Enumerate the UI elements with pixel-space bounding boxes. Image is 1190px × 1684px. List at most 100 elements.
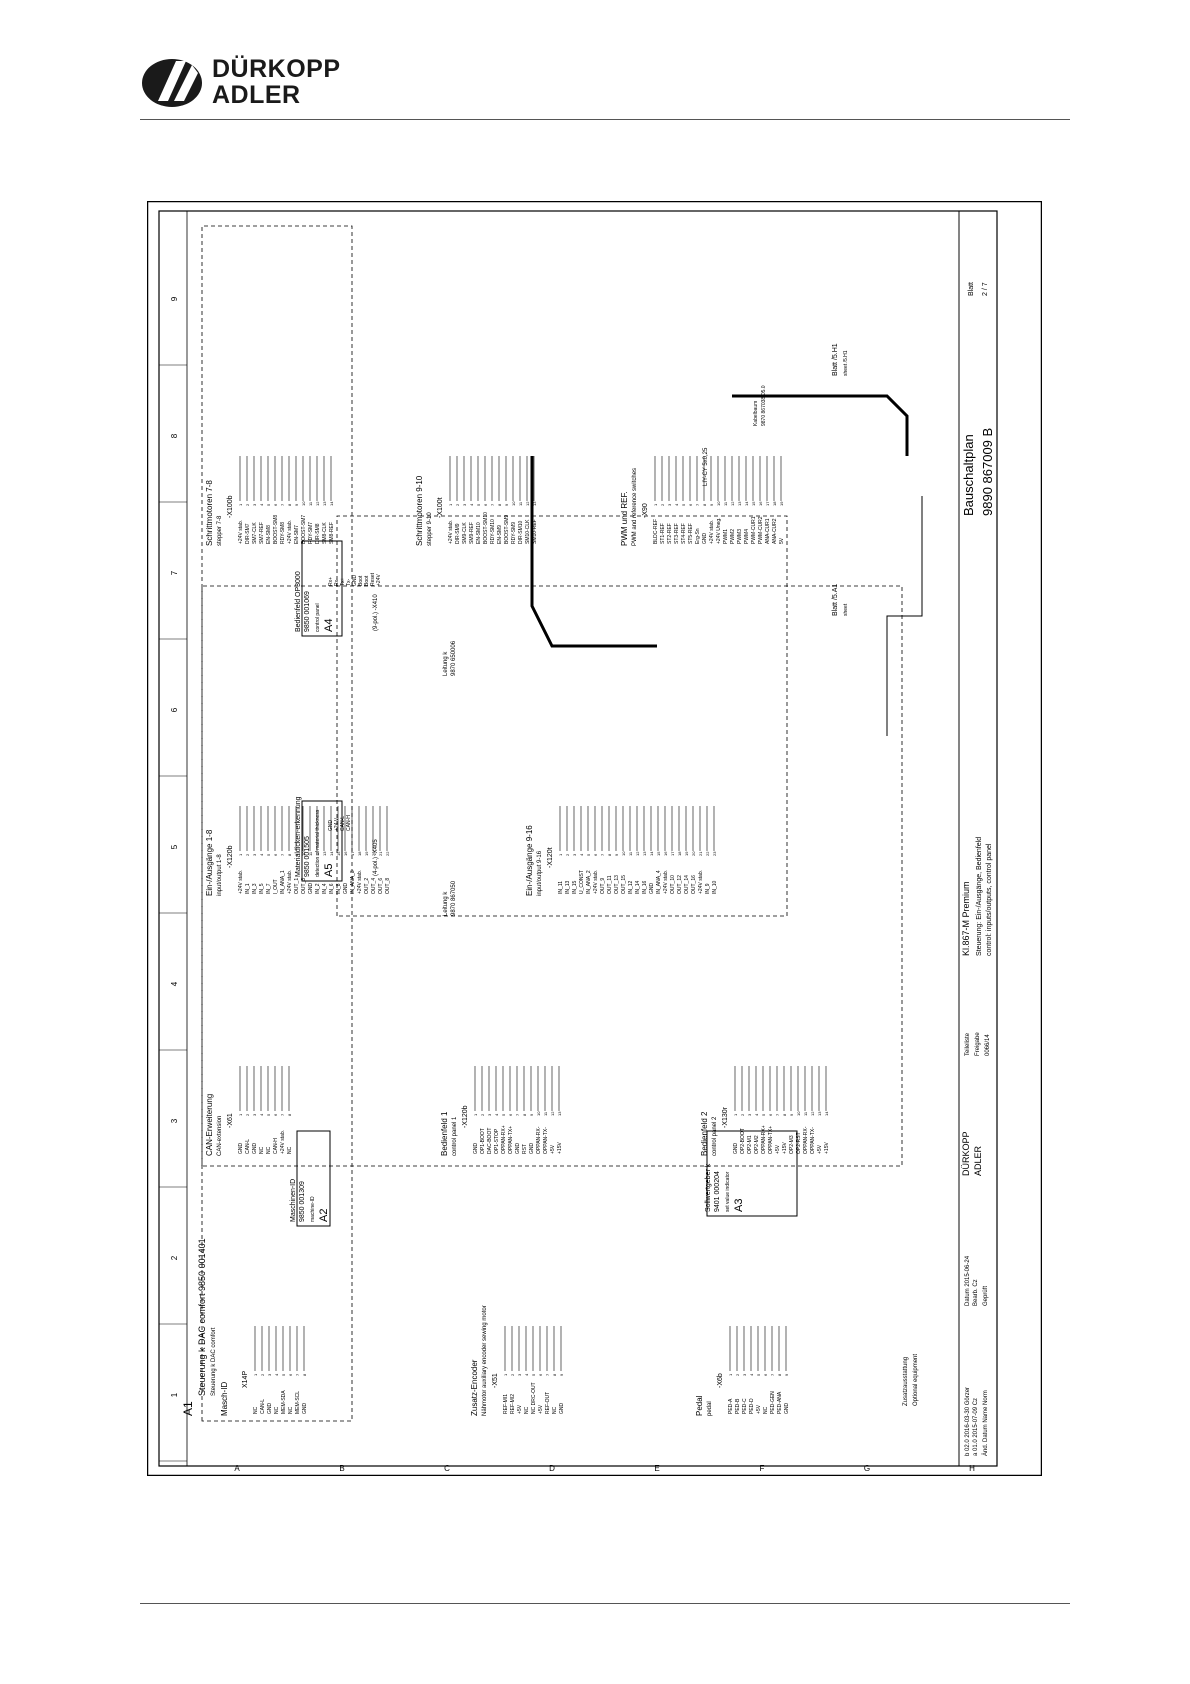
group-bedienfeld-2-connector: -X130r	[722, 1106, 729, 1128]
group-bedienfeld-2-pin-label: OPPAN-TX-	[810, 1127, 816, 1154]
group-pedal-pin-label: GND	[784, 1403, 790, 1415]
group-io-1-8-pin-label: IN_4	[322, 883, 328, 894]
group-io-1-8-pin-number: 6	[273, 853, 278, 856]
group-io-9-16-pin-number: 14	[649, 851, 654, 856]
title-block-revision: a 01.0 2015-07-09 Cz	[973, 1398, 979, 1456]
cable-label: Leitung k	[443, 651, 449, 676]
group-stepper-9-10-pin-number: 10	[511, 501, 516, 506]
title-block-date: Datum 2015-06-24	[965, 1255, 971, 1306]
group-zusatz-encoder-pin-label: REF-MI2	[510, 1394, 516, 1414]
group-bedienfeld-1-pin-label: GND	[473, 1143, 479, 1155]
module-a4-pin: GND	[352, 575, 358, 587]
group-io-9-16-pin-number: 9	[614, 853, 619, 856]
group-io-9-16-title: Ein-/Ausgänge 9-16	[525, 825, 534, 896]
group-io-9-16-pin-number: 11	[628, 851, 633, 856]
group-pwm-ref-pin-label: ST3-REF	[674, 523, 680, 544]
group-pwm-ref-pin-number: 17	[765, 501, 770, 506]
group-io-9-16-pin-number: 20	[691, 851, 696, 856]
group-bedienfeld-2-pin-number: 4	[754, 1113, 759, 1116]
optional-equipment-note: Zusatzausstattung	[903, 1357, 909, 1406]
group-can-erweiterung-connector: -X61	[227, 1113, 234, 1128]
group-io-1-8-pin-number: 2	[245, 853, 250, 856]
group-pwm-ref-pin-number: 15	[751, 501, 756, 506]
group-stepper-9-10-pin-number: 7	[490, 503, 495, 506]
group-stepper-9-10-pin-label: DIR-SM9	[455, 523, 461, 544]
group-stepper-7-8-sub: stepper 7-8	[217, 515, 223, 546]
group-pwm-ref-pin-label: PWM1	[723, 529, 729, 544]
grid-col-label: 8	[170, 433, 179, 438]
group-pedal-pin-label: PED-GEN	[770, 1391, 776, 1414]
group-bedienfeld-1-pin-label: OPPAN-TX-	[543, 1127, 549, 1154]
group-stepper-9-10-connector: -X100t	[437, 497, 444, 518]
group-bedienfeld-2-sub: control panel 2	[712, 1116, 718, 1156]
group-pedal-pin-number: 1	[728, 1373, 733, 1376]
group-masch-id-pin-label: NC	[274, 1406, 280, 1414]
module-a4-part: 9850 001069	[304, 591, 311, 632]
grid-col-label: 3	[170, 1118, 179, 1123]
group-pedal-pin-number: 9	[784, 1373, 789, 1376]
group-io-1-8-pin-label: IN_8	[336, 883, 342, 894]
group-bedienfeld-2-pin-label: OPPAN-RX-	[803, 1126, 809, 1154]
group-io-9-16-pin-label: IN_ANA_4	[656, 870, 662, 894]
group-stepper-7-8-pin-label: SM8-REF	[329, 522, 335, 544]
group-io-1-8-pin-number: 21	[378, 851, 383, 856]
group-pwm-ref-pin-number: 18	[772, 501, 777, 506]
title-block-desc-en: control: inputs/outputs, control panel	[986, 843, 993, 956]
group-pwm-ref-pin-label: PWM4	[744, 529, 750, 544]
group-bedienfeld-2-pin-label: OPPAN-TX+	[768, 1126, 774, 1154]
group-can-erweiterung-pin-number: 1	[238, 1113, 243, 1116]
module-a2-title: Maschinen-ID	[290, 1179, 297, 1222]
group-io-9-16-pin-number: 13	[642, 851, 647, 856]
group-io-1-8-pin-number: 20	[371, 851, 376, 856]
group-bedienfeld-1-connector: -X120b	[462, 1105, 469, 1128]
module-a5-pin: CAN-H	[346, 815, 352, 831]
group-can-erweiterung-pin-label: CAN-H	[273, 1138, 279, 1154]
group-stepper-9-10-title: Schrittmotoren 9-10	[415, 475, 424, 546]
group-io-1-8-pin-label: IN_7	[266, 883, 272, 894]
group-pwm-ref-pin-number: 3	[667, 503, 672, 506]
group-io-1-8-pin-number: 7	[280, 853, 285, 856]
group-stepper-9-10-pin-number: 1	[448, 503, 453, 506]
grid-row-label: G	[864, 1464, 870, 1473]
module-a3-label: A3	[733, 1199, 745, 1212]
module-a5-title: Materialdicken-erkennung	[295, 796, 302, 877]
group-pedal-pin-number: 5	[756, 1373, 761, 1376]
group-can-erweiterung-pin-label: +24V stab.	[280, 1130, 286, 1154]
group-io-1-8-pin-label: IN_ANA_1	[280, 870, 286, 894]
group-stepper-9-10-pin-number: 2	[455, 503, 460, 506]
group-pwm-ref-pin-label: ANA-CUR2	[772, 518, 778, 544]
group-bedienfeld-2-pin-number: 12	[810, 1111, 815, 1116]
group-bedienfeld-1-pin-label: OPPAN-RX-	[536, 1126, 542, 1154]
module-a5-pin: GND	[328, 820, 334, 832]
group-bedienfeld-2-pin-number: 9	[789, 1113, 794, 1116]
group-bedienfeld-2-pin-number: 14	[824, 1111, 829, 1116]
group-pwm-ref-pin-number: 1	[653, 503, 658, 506]
group-stepper-7-8-pin-label: SM7-REF	[259, 522, 265, 544]
group-pwm-ref-pin-label: ST5-REF	[688, 523, 694, 544]
group-masch-id-pin-number: 3	[267, 1373, 272, 1376]
group-zusatz-encoder-pin-label: REF-MI1	[503, 1394, 509, 1414]
group-pwm-ref-pin-label: GND	[702, 533, 708, 545]
group-bedienfeld-2-pin-number: 3	[747, 1113, 752, 1116]
group-stepper-7-8-connector: -X100b	[227, 495, 234, 518]
group-stepper-9-10-pin-label: SM10-REF	[532, 519, 538, 544]
title-block-release-no: 0066/14	[985, 1034, 991, 1056]
group-can-erweiterung-sub: CAN-extension	[217, 1116, 223, 1156]
title-block-doc-type: Bauschaltplan	[961, 434, 976, 516]
group-pwm-ref-pin-label: Erg-Sn	[695, 528, 701, 544]
group-stepper-7-8-pin-label: EN-SM7	[294, 525, 300, 544]
group-pedal-pin-number: 8	[777, 1373, 782, 1376]
title-block-fields: Änd. Datum Name Norm	[982, 1390, 989, 1456]
group-stepper-7-8-pin-label: DIR-SM7	[245, 523, 251, 544]
group-stepper-7-8-pin-number: 3	[252, 503, 257, 506]
group-stepper-7-8-pin-label: RDY-SM7	[308, 522, 314, 544]
group-pedal-pin-number: 7	[770, 1373, 775, 1376]
group-io-9-16-pin-label: IN_15	[572, 880, 578, 894]
group-masch-id-title: Masch-ID	[220, 1382, 229, 1416]
group-io-9-16-pin-label: +24V stab.	[698, 870, 704, 894]
group-bedienfeld-2-pin-number: 2	[740, 1113, 745, 1116]
group-bedienfeld-2-pin-number: 8	[782, 1113, 787, 1116]
group-io-9-16-pin-number: 15	[656, 851, 661, 856]
group-io-1-8-pin-number: 9	[294, 853, 299, 856]
module-a4-pin: Boot	[364, 575, 370, 586]
